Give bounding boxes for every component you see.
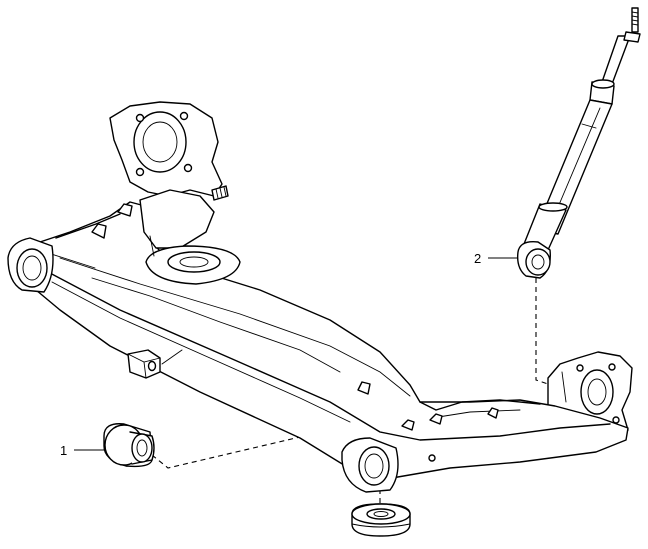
silent-block	[351, 503, 411, 537]
callout-2-label: 2	[474, 251, 481, 266]
bump-stop-bushing	[127, 349, 183, 379]
callout-2: 2	[474, 251, 518, 266]
left-pivot-eye	[7, 237, 54, 293]
spring-seat	[139, 189, 241, 285]
callout-1-label: 1	[60, 443, 67, 458]
shock-absorber	[516, 7, 641, 279]
right-pivot-eye	[341, 437, 399, 493]
beam-bushing	[103, 423, 155, 468]
callout-1: 1	[60, 443, 104, 458]
left-spindle-bracket	[109, 101, 229, 201]
